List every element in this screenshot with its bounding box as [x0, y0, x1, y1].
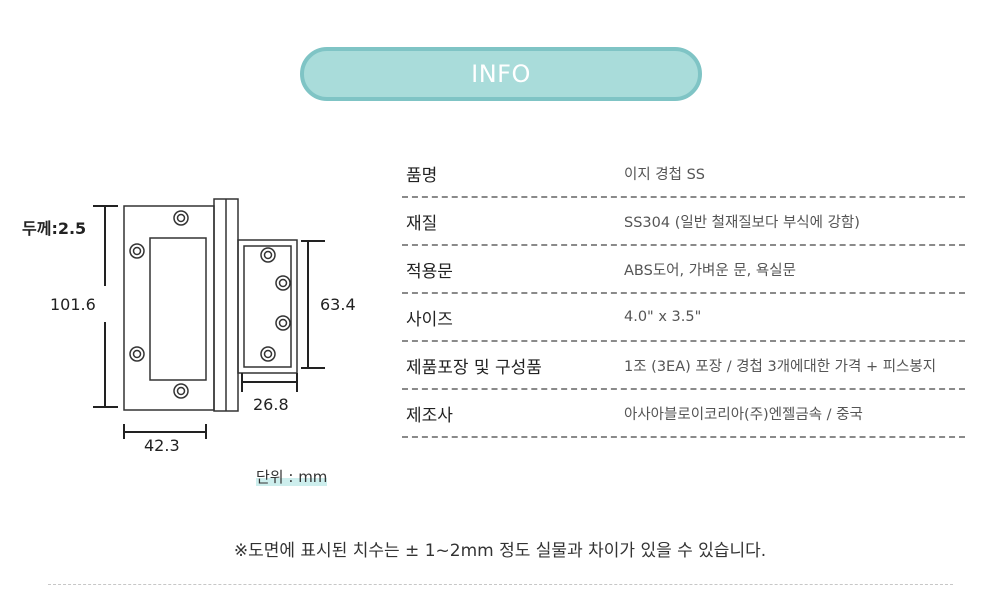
screw-holes: [129, 210, 291, 399]
dimension-thickness: 두께:2.5: [22, 219, 87, 238]
spec-row: 품명 이지 경첩 SS: [402, 150, 965, 198]
spec-value: 4.0" x 3.5": [624, 309, 702, 325]
spec-row: 사이즈 4.0" x 3.5": [402, 294, 965, 342]
spec-key: 제품포장 및 구성품: [406, 357, 542, 378]
hinge-right-leaf: [237, 239, 298, 374]
bottom-divider: [48, 584, 953, 585]
spec-row: 제품포장 및 구성품 1조 (3EA) 포장 / 경첩 3개에대한 가격 + 피…: [402, 342, 965, 390]
spec-value: ABS도어, 가벼운 문, 욕실문: [624, 262, 796, 279]
unit-label: 단위 : mm: [256, 468, 328, 486]
dimension-width-left: 42.3: [144, 436, 180, 455]
spec-row: 재질 SS304 (일반 철재질보다 부식에 강함): [402, 198, 965, 246]
spec-row: 제조사 아사아블로이코리아(주)엔젤금속 / 중국: [402, 390, 965, 438]
spec-value: 아사아블로이코리아(주)엔젤금속 / 중국: [624, 406, 863, 423]
spec-table: 품명 이지 경첩 SS 재질 SS304 (일반 철재질보다 부식에 강함) 적…: [402, 150, 965, 438]
info-title: INFO: [471, 60, 531, 88]
spec-value: 1조 (3EA) 포장 / 경첩 3개에대한 가격 + 피스봉지: [624, 358, 937, 375]
dimension-height-left: 101.6: [50, 295, 96, 314]
tolerance-note: ※도면에 표시된 치수는 ± 1~2mm 정도 실물과 차이가 있을 수 있습니…: [233, 541, 767, 561]
dimension-width-right: 26.8: [253, 395, 289, 414]
spec-key: 제조사: [406, 405, 453, 426]
spec-key: 재질: [406, 213, 438, 234]
info-header: INFO: [300, 47, 702, 101]
spec-key: 적용문: [406, 261, 453, 282]
spec-value: 이지 경첩 SS: [624, 166, 705, 183]
hinge-diagram: 두께:2.5 101.6 63.4 26.8 42.3: [0, 180, 380, 490]
spec-key: 품명: [406, 165, 438, 186]
spec-key: 사이즈: [406, 309, 453, 330]
dimension-height-right: 63.4: [320, 295, 356, 314]
spec-row: 적용문 ABS도어, 가벼운 문, 욕실문: [402, 246, 965, 294]
hinge-drawing: [93, 198, 325, 439]
spec-value: SS304 (일반 철재질보다 부식에 강함): [624, 214, 860, 231]
